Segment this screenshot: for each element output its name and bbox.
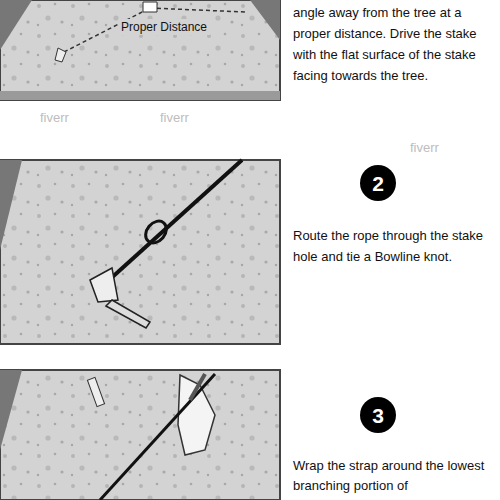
callout-number: 2 [372,173,384,194]
watermark: fiverr [40,110,69,126]
step-text: Wrap the strap around the lowest branchi… [293,456,493,496]
callout-circle: 3 [360,397,396,433]
panel-one [0,0,280,100]
callout-number: 3 [372,405,384,426]
watermark: fiverr [410,140,439,156]
panel-three [0,370,280,500]
panel-two [0,160,280,344]
step-text: Route the rope through the stake hole an… [293,225,493,267]
watermark: fiverr [160,110,189,126]
step-text: angle away from the tree at a proper dis… [293,2,493,86]
callout-circle: 2 [360,165,396,201]
dimension-label: Proper Distance [118,19,210,35]
